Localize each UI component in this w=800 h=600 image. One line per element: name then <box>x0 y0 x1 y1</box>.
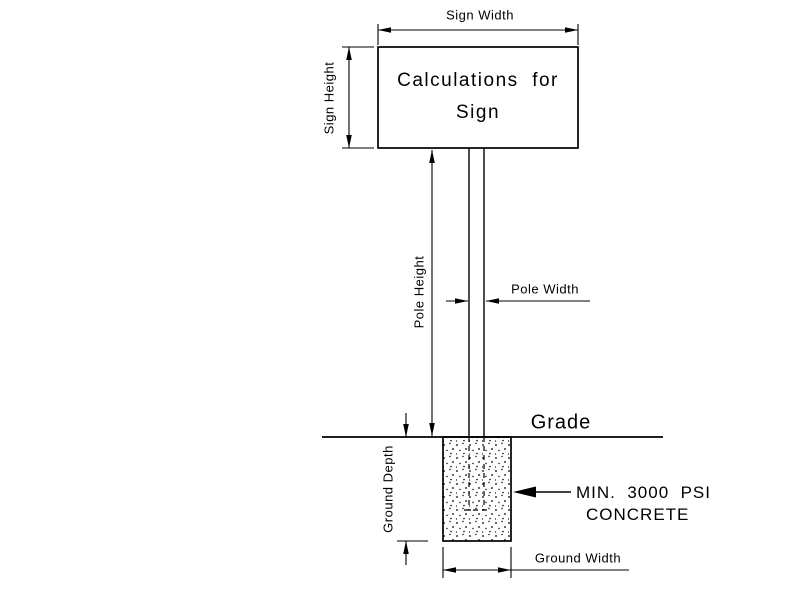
concrete-label-line1: MIN. 3000 PSI <box>576 483 711 502</box>
ground-width-label: Ground Width <box>534 550 622 566</box>
footing <box>442 436 512 542</box>
sign-height-dimension <box>342 46 374 149</box>
pole-width-dimension <box>446 298 590 304</box>
grade-label: Grade <box>530 411 592 434</box>
pole <box>468 148 485 437</box>
ground-width-dimension <box>442 547 629 578</box>
ground-depth-label: Ground Depth <box>380 445 396 533</box>
pole-width-label: Pole Width <box>511 281 579 297</box>
sign-text-line1: Calculations for <box>397 70 559 92</box>
pole-height-dimension <box>429 150 435 436</box>
sign-width-dimension <box>377 24 579 45</box>
ground-depth-dimension <box>397 413 428 565</box>
concrete-callout-arrow <box>513 486 571 498</box>
pole-height-label: Pole Height <box>411 255 427 329</box>
sign-width-label: Sign Width <box>446 7 514 23</box>
sign-box <box>377 46 579 149</box>
sign-text-line2: Sign <box>455 102 501 124</box>
sign-height-label: Sign Height <box>321 61 337 135</box>
concrete-label-line2: CONCRETE <box>586 505 690 524</box>
